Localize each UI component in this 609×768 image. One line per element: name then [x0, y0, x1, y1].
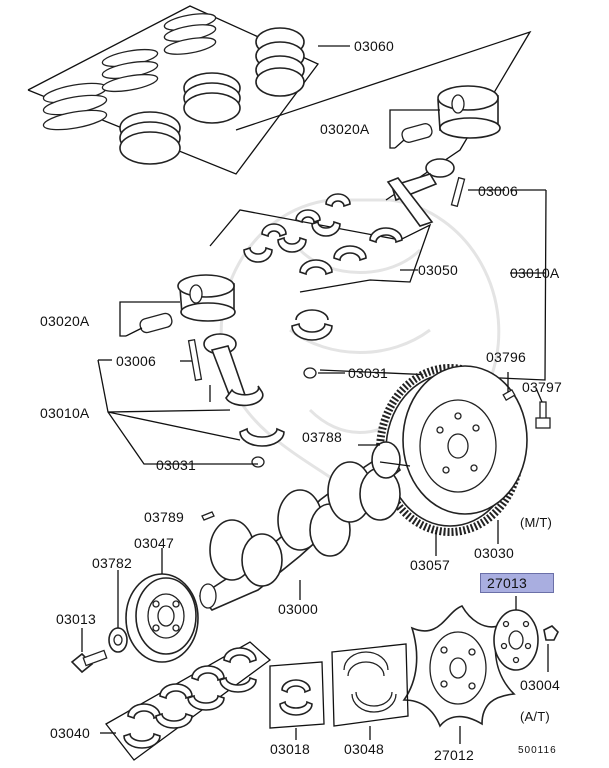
label-03020a-top: 03020A — [320, 121, 370, 137]
ring-group-6 — [255, 27, 305, 97]
label-03006-left: 03006 — [116, 353, 156, 369]
main-bearing-set — [100, 641, 272, 761]
flywheel — [376, 364, 528, 556]
label-03057: 03057 — [410, 557, 450, 573]
bearing-set-upper — [243, 193, 418, 276]
ring-group-2 — [101, 48, 159, 93]
drive-plate — [402, 605, 516, 744]
pulley-bolt — [70, 628, 108, 674]
label-03040: 03040 — [50, 725, 90, 741]
connecting-rod-left — [180, 333, 264, 407]
thrust-bearing-set — [269, 661, 325, 740]
label-03047: 03047 — [134, 535, 174, 551]
label-03030: 03030 — [474, 545, 514, 561]
label-03050: 03050 — [418, 262, 458, 278]
label-03013: 03013 — [56, 611, 96, 627]
label-03004: 03004 — [520, 677, 560, 693]
pulley-washer — [108, 570, 128, 653]
thrust-washer-set — [331, 643, 409, 740]
label-03020a-left: 03020A — [40, 313, 90, 329]
ring-group-1 — [42, 82, 108, 131]
label-27013-highlighted: 27013 — [480, 573, 554, 593]
label-03006-top: 03006 — [478, 183, 518, 199]
woodruff-key — [201, 511, 215, 521]
crankshaft — [198, 441, 411, 611]
ring-group-4 — [119, 111, 181, 165]
crank-pulley — [125, 548, 199, 663]
label-03048: 03048 — [344, 741, 384, 757]
ring-group-5 — [183, 72, 241, 124]
adapter-plate — [493, 596, 539, 671]
label-03796: 03796 — [486, 349, 526, 365]
label-03788: 03788 — [302, 429, 342, 445]
label-03010a-left: 03010A — [40, 405, 90, 421]
label-03789: 03789 — [144, 509, 184, 525]
bearing-left — [239, 427, 285, 468]
rod-assembly-frame — [209, 30, 547, 381]
piston-left — [119, 274, 236, 337]
connecting-rod-top — [386, 158, 505, 227]
label-27012: 27012 — [434, 747, 474, 763]
left-bracket — [97, 359, 258, 465]
flywheel-bolts — [502, 372, 551, 429]
label-03060: 03060 — [354, 38, 394, 54]
label-03797: 03797 — [522, 379, 562, 395]
piston-top — [389, 85, 501, 149]
label-03782: 03782 — [92, 555, 132, 571]
bearing-mid — [291, 309, 345, 379]
label-03018: 03018 — [270, 741, 310, 757]
label-mt: (M/T) — [520, 515, 553, 530]
ring-group-3 — [163, 13, 217, 55]
label-03000: 03000 — [278, 601, 318, 617]
diagram-id: 500116 — [518, 745, 557, 756]
plate-bolt — [543, 625, 559, 672]
label-03010a-right: 03010A — [510, 265, 560, 281]
piston-ring-set — [27, 5, 350, 175]
label-03031-mid: 03031 — [348, 365, 388, 381]
label-at: (A/T) — [520, 709, 550, 724]
label-03031-left: 03031 — [156, 457, 196, 473]
